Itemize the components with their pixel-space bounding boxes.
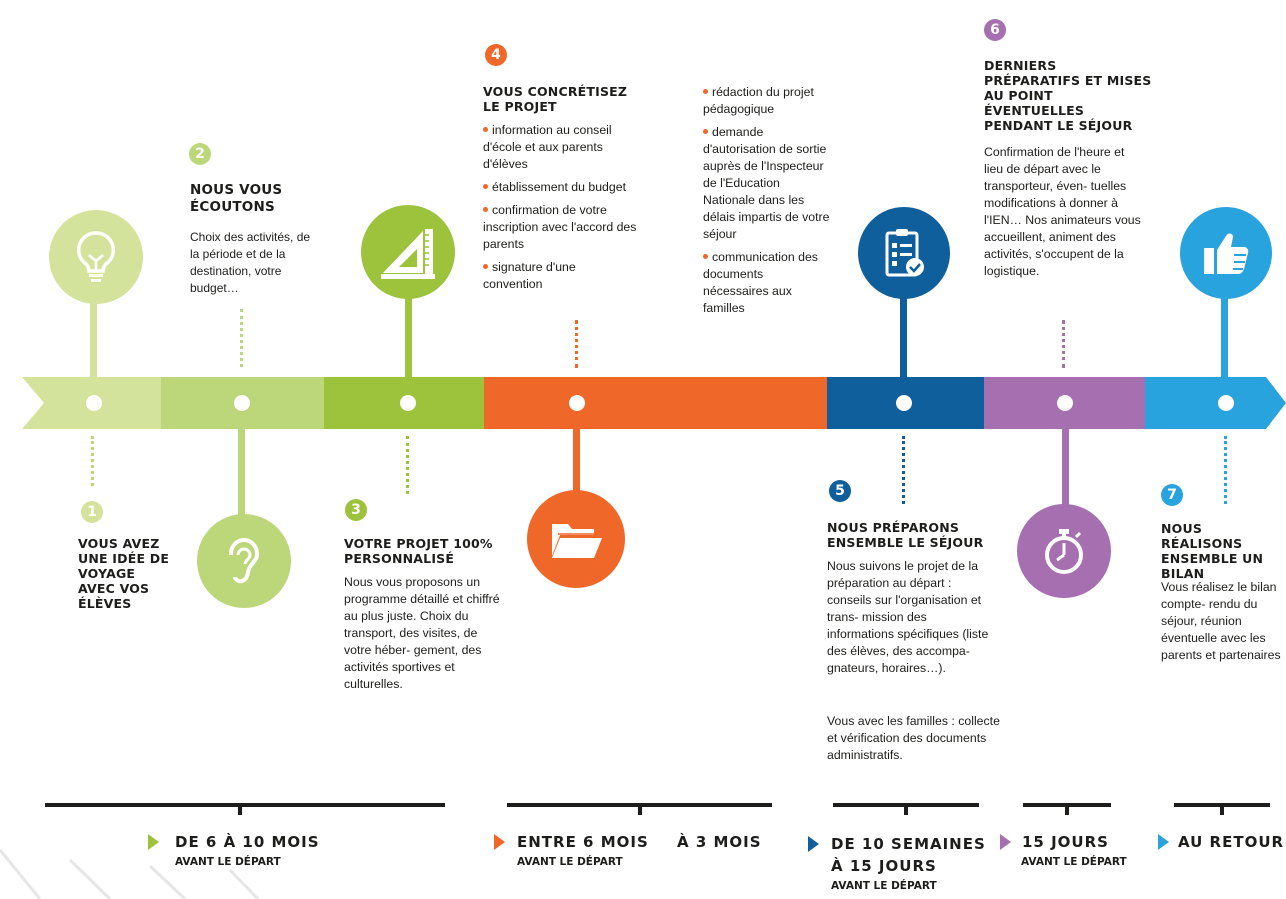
timeline-node-5 bbox=[896, 395, 912, 411]
step-2-stem bbox=[238, 428, 245, 528]
stopwatch-icon bbox=[1045, 529, 1083, 574]
step-4-stem bbox=[573, 428, 580, 498]
step-3-connector bbox=[406, 436, 409, 494]
step-3-stem bbox=[405, 290, 412, 380]
step-4-number: 4 bbox=[485, 44, 507, 66]
timeline-node-2 bbox=[234, 395, 250, 411]
period-5-label: AU RETOUR bbox=[1178, 833, 1285, 851]
period-3-bar bbox=[833, 803, 979, 807]
timeline-band bbox=[22, 377, 1286, 429]
step-2-connector bbox=[240, 309, 243, 367]
step-6-connector bbox=[1062, 320, 1065, 368]
step-4-connector bbox=[575, 320, 578, 368]
period-3-label: DE 10 SEMAINES bbox=[831, 835, 986, 853]
period-2-tick bbox=[638, 806, 642, 815]
step-2-circle bbox=[197, 514, 291, 608]
timeline-node-1 bbox=[86, 395, 102, 411]
lightbulb-icon bbox=[76, 231, 116, 282]
period-1-label: DE 6 À 10 MOIS bbox=[175, 833, 320, 851]
period-3-sub: AVANT LE DÉPART bbox=[831, 880, 937, 892]
period-1-bar bbox=[45, 803, 445, 807]
step-4-bullet: signature d'une convention bbox=[483, 259, 638, 293]
step-4-bullet: communication des documents nécessaires … bbox=[703, 249, 831, 317]
period-1-tick bbox=[238, 806, 242, 815]
folder-icon bbox=[552, 524, 602, 558]
step-3-text: Nous vous proposons un programme détaill… bbox=[344, 575, 500, 691]
decorative-chevrons bbox=[0, 849, 260, 899]
step-4-circle bbox=[527, 490, 625, 588]
step-4-bullet: information au conseil d'école et aux pa… bbox=[483, 122, 638, 173]
period-4-tick bbox=[1065, 806, 1069, 815]
step-5-stem bbox=[900, 290, 907, 380]
step-3-circle bbox=[361, 205, 455, 299]
step-1-circle bbox=[49, 210, 143, 304]
step-7-title: NOUS RÉALISONS ENSEMBLE UN BILAN bbox=[1161, 521, 1264, 581]
step-4-bullet: demande d'autorisation de sortie auprès … bbox=[703, 125, 830, 241]
period-5-arrow-icon bbox=[1158, 834, 1169, 850]
ear-icon bbox=[228, 537, 260, 584]
step-2-number: 2 bbox=[189, 143, 211, 165]
step-4-title: VOUS CONCRÉTISEZ LE PROJET bbox=[483, 84, 628, 114]
step-7-number: 7 bbox=[1161, 484, 1183, 506]
step-7-stem bbox=[1221, 290, 1228, 380]
step-5-number: 5 bbox=[829, 480, 851, 502]
period-2-label2: À 3 MOIS bbox=[677, 833, 762, 851]
step-7-connector bbox=[1224, 436, 1227, 504]
period-2-label: ENTRE 6 MOIS bbox=[517, 833, 649, 851]
period-3-arrow-icon bbox=[808, 836, 819, 852]
period-1-sub: AVANT LE DÉPART bbox=[175, 856, 281, 868]
step-4-bullet: rédaction du projet pédagogique bbox=[703, 84, 831, 118]
step-5-title: NOUS PRÉPARONS ENSEMBLE LE SÉJOUR bbox=[827, 520, 984, 550]
step-1-title: VOUS AVEZ UNE IDÉE DE VOYAGE AVEC VOS ÉL… bbox=[78, 536, 170, 611]
period-3-tick bbox=[904, 806, 908, 815]
period-4-bar bbox=[1023, 803, 1111, 807]
period-2-sub: AVANT LE DÉPART bbox=[517, 856, 623, 868]
timeline-node-6 bbox=[1057, 395, 1073, 411]
step-5-text: Nous suivons le projet de la préparation… bbox=[827, 559, 989, 675]
step-2-title: NOUS VOUS ÉCOUTONS bbox=[190, 182, 283, 215]
timeline-node-3 bbox=[400, 395, 416, 411]
step-6-stem bbox=[1062, 428, 1069, 513]
timeline-node-7 bbox=[1218, 395, 1234, 411]
step-6-title: DERNIERS PRÉPARATIFS ET MISES AU POINT É… bbox=[984, 58, 1152, 133]
step-1-connector bbox=[91, 436, 94, 486]
ruler-triangle-icon bbox=[381, 229, 435, 279]
step-3-number: 3 bbox=[345, 499, 367, 521]
period-5-bar bbox=[1174, 803, 1270, 807]
step-6-number: 6 bbox=[984, 19, 1006, 41]
step-2-text: Choix des activités, de la période et de… bbox=[190, 230, 311, 295]
thumbs-up-icon bbox=[1204, 233, 1249, 274]
step-4-bullets-left: information au conseil d'école et aux pa… bbox=[483, 122, 638, 293]
period-5-tick bbox=[1220, 806, 1224, 815]
period-2-bar bbox=[507, 803, 772, 807]
step-3-title: VOTRE PROJET 100% PERSONNALISÉ bbox=[344, 536, 493, 566]
step-7-circle bbox=[1180, 207, 1272, 299]
step-1-number: 1 bbox=[81, 501, 103, 523]
step-5-connector bbox=[902, 436, 905, 504]
period-4-sub: AVANT LE DÉPART bbox=[1021, 856, 1127, 868]
step-5-text2: Vous avec les familles : collecte et vér… bbox=[827, 714, 1000, 762]
step-1-stem bbox=[90, 290, 97, 380]
step-7-text: Vous réalisez le bilan compte- rendu du … bbox=[1161, 580, 1281, 662]
step-5-circle bbox=[858, 207, 950, 299]
period-4-arrow-icon bbox=[1000, 834, 1011, 850]
step-4-bullet: établissement du budget bbox=[483, 179, 638, 196]
checklist-icon bbox=[885, 229, 924, 277]
step-6-circle bbox=[1017, 504, 1111, 598]
period-1-arrow-icon bbox=[148, 834, 159, 850]
step-4-bullets-right: rédaction du projet pédagogique demande … bbox=[703, 84, 831, 317]
period-2-arrow-icon bbox=[494, 834, 505, 850]
step-4-bullet: confirmation de votre inscription avec l… bbox=[483, 203, 637, 251]
step-6-text: Confirmation de l'heure et lieu de dépar… bbox=[984, 145, 1141, 278]
timeline-node-4 bbox=[569, 395, 585, 411]
period-4-label: 15 JOURS bbox=[1022, 833, 1109, 851]
period-3-label2: À 15 JOURS bbox=[831, 857, 937, 875]
